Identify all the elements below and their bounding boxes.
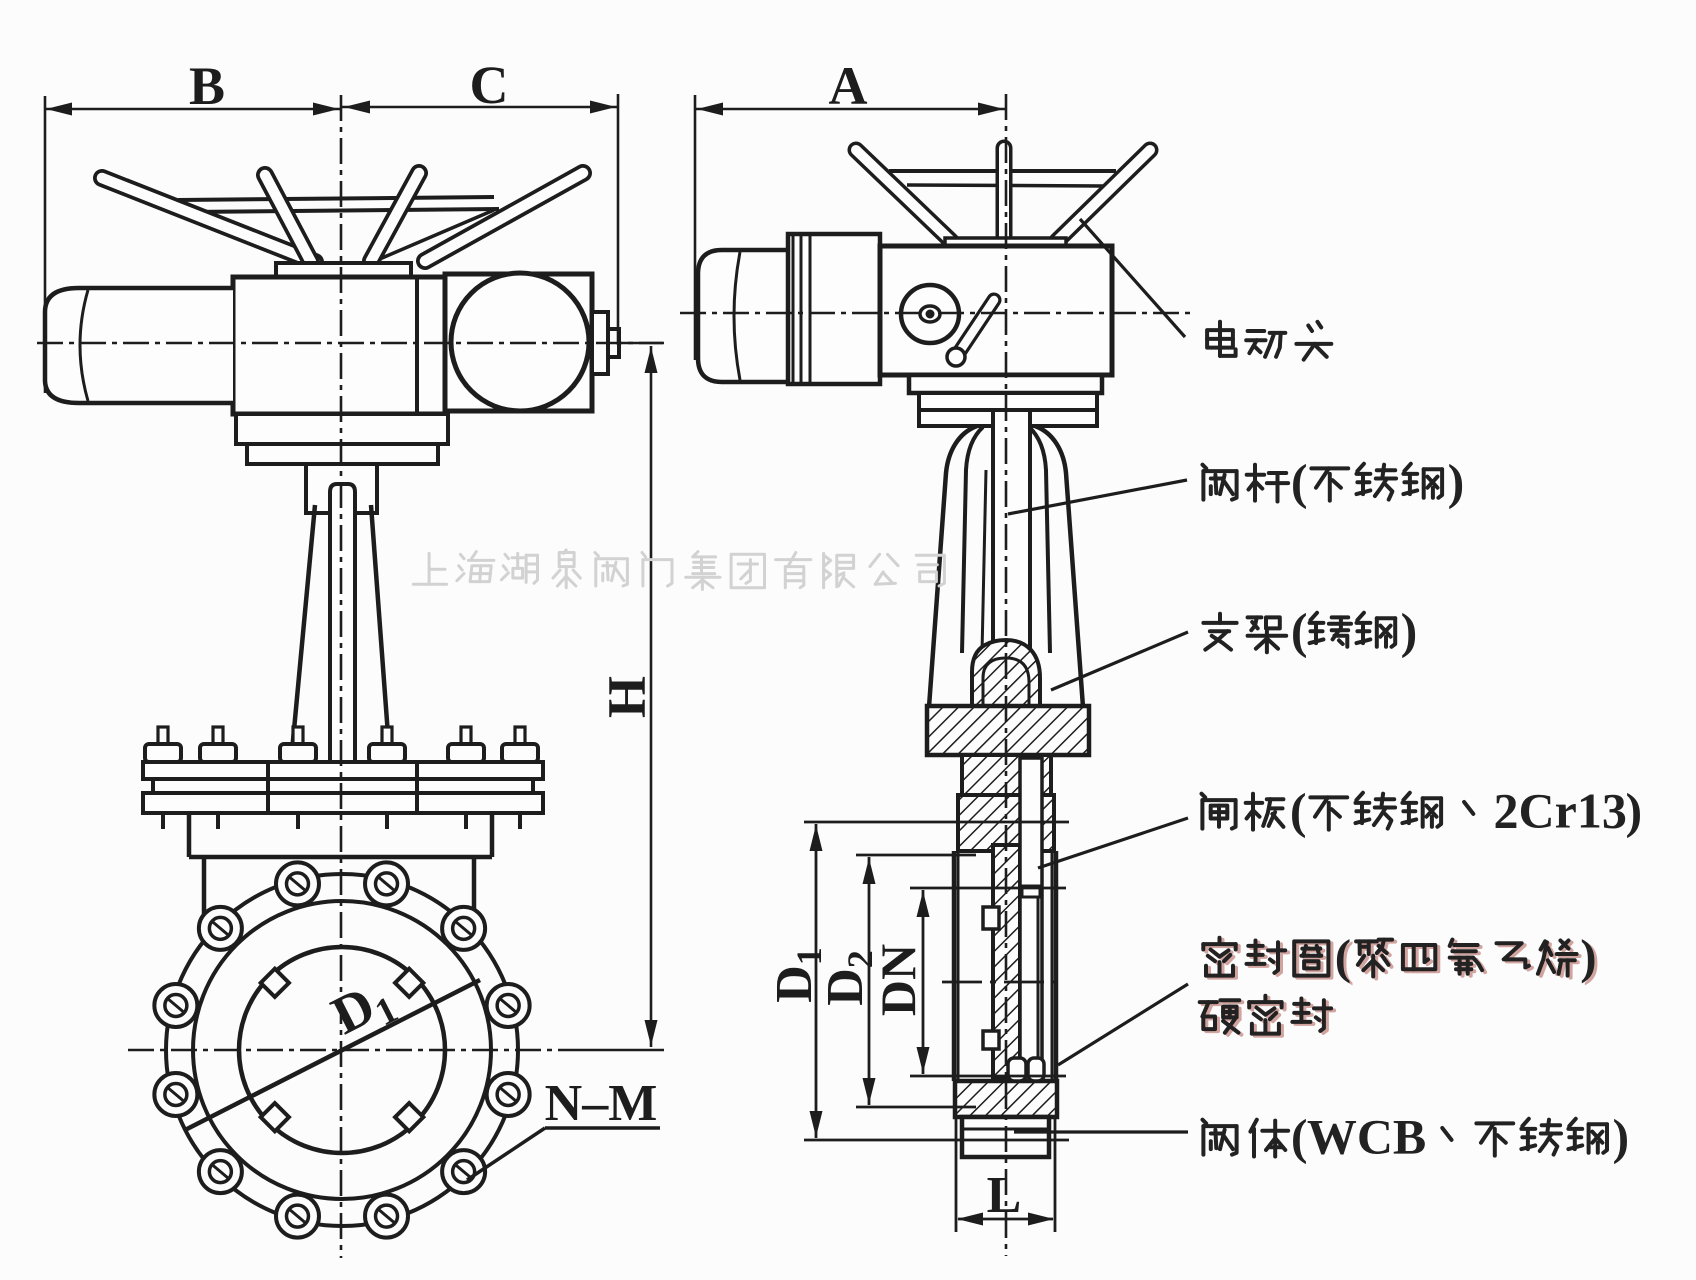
svg-text:(: (: [1338, 931, 1354, 986]
svg-text:): ): [1448, 454, 1465, 510]
svg-text:A: A: [829, 56, 868, 116]
svg-text:(: (: [1291, 603, 1308, 659]
svg-text:(: (: [1335, 929, 1351, 984]
svg-text:): ): [1401, 603, 1418, 659]
svg-text:D1: D1: [766, 947, 829, 1003]
svg-text:B: B: [189, 56, 225, 116]
svg-text:): ): [1613, 1109, 1630, 1165]
svg-text:WCB: WCB: [1307, 1109, 1426, 1165]
svg-text:(: (: [1291, 454, 1308, 510]
svg-text:(: (: [1291, 1109, 1308, 1165]
svg-text:N–M: N–M: [545, 1075, 658, 1132]
svg-text:L: L: [987, 1167, 1022, 1224]
svg-text:H: H: [597, 676, 657, 718]
svg-text:D2: D2: [817, 950, 880, 1006]
svg-text:): ): [1583, 931, 1599, 986]
svg-text:): ): [1580, 929, 1596, 984]
svg-text:DN: DN: [870, 944, 926, 1016]
svg-text:): ): [1626, 783, 1643, 839]
svg-text:(: (: [1290, 783, 1307, 839]
svg-text:2Cr13: 2Cr13: [1494, 783, 1627, 839]
svg-text:C: C: [470, 55, 509, 115]
